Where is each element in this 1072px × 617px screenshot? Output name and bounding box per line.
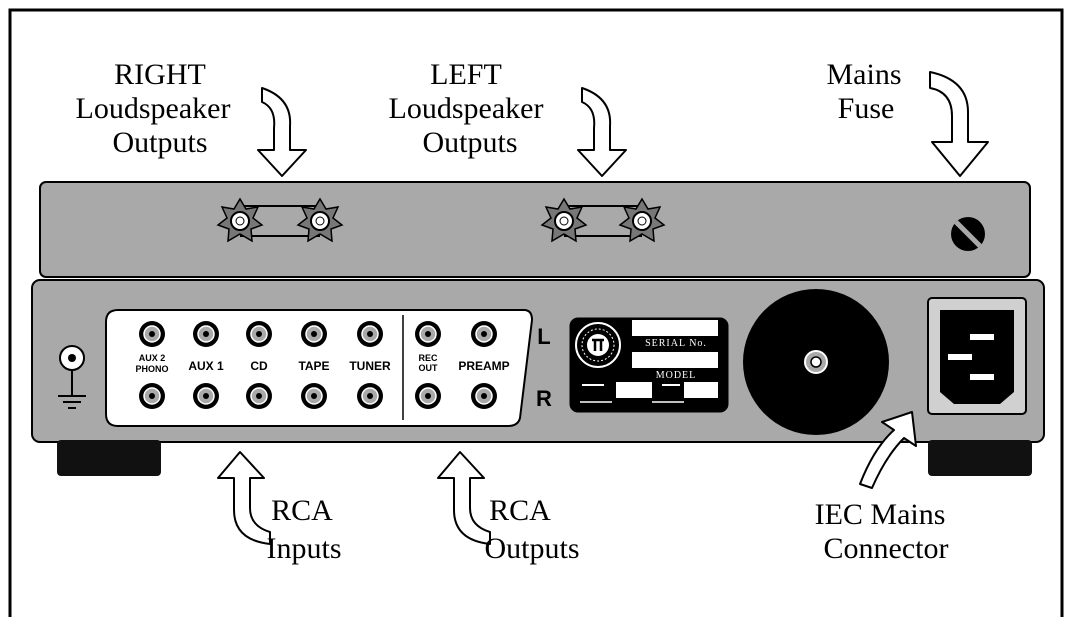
channel-label-left: L [537,324,550,349]
callout-right-speaker-line1: RIGHT [114,58,206,91]
rca-jack-icon [357,383,383,409]
jack-label-aux1: AUX 1 [188,359,224,373]
arrow-up-icon [437,451,491,545]
left-speaker-terminals [540,197,666,243]
callout-rca-outputs-line1: RCA [489,494,551,527]
rca-jack-icon [301,383,327,409]
callout-rca-inputs-line1: RCA [271,494,333,527]
rca-jacks-top-row [139,321,497,347]
rca-jack-icon [471,383,497,409]
callout-right-speaker-line3: Outputs [112,126,207,159]
rca-jack-icon [357,321,383,347]
arrow-down-icon [929,71,989,177]
transformer-icon [743,289,889,435]
callout-rca-inputs-line2: Inputs [267,532,342,565]
serial-field-2 [632,352,718,368]
rca-jack-icon [193,383,219,409]
arrow-down-icon [257,87,307,177]
callout-iec-connector-line2: Connector [824,532,949,565]
jack-label-cd: CD [250,359,268,373]
jack-label-aux2-line1: AUX 2 [139,353,166,363]
callout-left-speaker-line3: Outputs [422,126,517,159]
serial-field-1 [632,320,718,336]
jack-label-preamp: PREAMP [458,359,509,373]
callout-rca-outputs-line2: Outputs [484,532,579,565]
rca-jack-icon [139,321,165,347]
serial-label: SERIAL No. [645,338,707,349]
right-foot [928,440,1032,476]
model-field-2 [684,382,718,398]
callout-left-speaker-line2: Loudspeaker [389,92,544,125]
rca-jack-icon [415,321,441,347]
callout-mains-fuse-line1: Mains [827,58,902,91]
binding-post-icon [296,197,344,243]
callout-mains-fuse-line2: Fuse [838,92,895,125]
model-label: MODEL [656,370,697,381]
left-foot [57,440,161,476]
channel-label-right: R [536,386,552,411]
rca-jack-icon [246,321,272,347]
callout-left-speaker-line1: LEFT [430,58,502,91]
fuse-holder-icon [951,217,985,251]
binding-post-icon [216,197,264,243]
rca-jack-icon [301,321,327,347]
jack-label-aux2-line2: PHONO [135,364,168,374]
arrow-down-icon [577,87,627,177]
binding-post-icon [618,197,666,243]
callout-right-speaker-line2: Loudspeaker [76,92,231,125]
arrow-up-icon [217,451,271,545]
pi-logo-icon [575,322,621,368]
binding-post-icon [540,197,588,243]
jack-label-rec-out-line1: REC [418,353,438,363]
jack-label-tape: TAPE [298,359,329,373]
rca-jacks-bottom-row [139,383,497,409]
rca-jack-icon [193,321,219,347]
iec-mains-connector-icon [927,297,1027,415]
callout-iec-connector-line1: IEC Mains [815,498,946,531]
rca-jack-icon [246,383,272,409]
rca-jack-icon [471,321,497,347]
jack-label-rec-out-line2: OUT [419,363,439,373]
right-speaker-terminals [216,197,344,243]
serial-number-plate: SERIAL No. MODEL [569,317,729,413]
top-chassis-panel [39,181,1031,278]
ground-terminal-icon [58,345,86,409]
rca-jack-icon [415,383,441,409]
arrow-up-right-icon [859,411,917,489]
rca-jack-icon [139,383,165,409]
jack-label-tuner: TUNER [349,359,391,373]
model-field-1 [616,382,652,398]
